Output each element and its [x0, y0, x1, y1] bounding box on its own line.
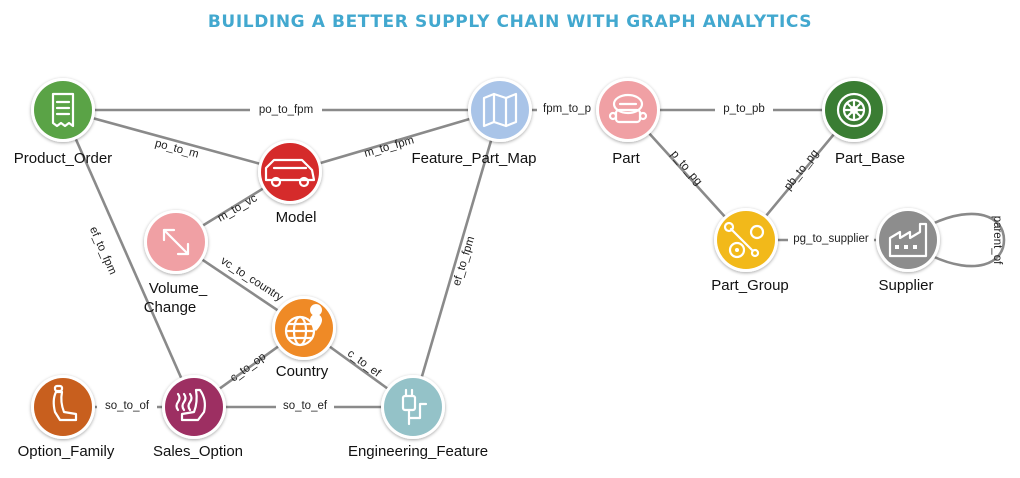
node-label-supplier: Supplier — [878, 277, 933, 294]
node-label-country: Country — [276, 363, 329, 380]
node-sales-option[interactable]: Sales_Option — [153, 375, 243, 460]
receipt-icon — [51, 92, 75, 128]
nodes: Product_Order Feature_Part_Map — [14, 78, 940, 460]
edge-label-pg-to-supplier: pg_to_supplier — [793, 233, 869, 245]
node-supplier[interactable]: Supplier — [876, 208, 940, 294]
node-label-part: Part — [612, 150, 640, 167]
heated-seat-icon — [175, 388, 206, 422]
edge-label-m-to-vc: m_to_vc — [216, 192, 260, 224]
edge-label-c-to-op: c_to_op — [228, 351, 268, 385]
edge-p-to-pb[interactable]: p_to_pb — [628, 101, 854, 115]
node-feature-part-map[interactable]: Feature_Part_Map — [411, 78, 537, 167]
node-part-base[interactable]: Part_Base — [822, 78, 905, 167]
resize-arrows-icon — [162, 228, 190, 256]
node-part-group[interactable]: Part_Group — [711, 208, 789, 294]
edge-label-p-to-pb: p_to_pb — [723, 103, 765, 115]
node-product-order[interactable]: Product_Order — [14, 78, 112, 167]
edge-label-ef-to-fpm-left: ef_to_fpm — [87, 225, 119, 277]
node-label-volume-change-line2: Change — [144, 299, 197, 316]
globe-pin-icon — [284, 304, 323, 347]
node-label-sales-option: Sales_Option — [153, 443, 243, 460]
map-icon — [482, 92, 518, 128]
node-label-product-order: Product_Order — [14, 150, 112, 167]
edge-parent-of[interactable]: parent_of — [931, 212, 1006, 268]
edge-label-vc-to-country: vc_to_country — [218, 255, 285, 304]
edge-po-to-fpm[interactable]: po_to_fpm — [63, 102, 500, 116]
node-part[interactable]: Part — [596, 78, 660, 167]
node-label-part-group: Part_Group — [711, 277, 789, 294]
node-volume-change[interactable]: Volume_ Change — [144, 210, 208, 316]
edge-label-p-to-pg: p_to_pg — [668, 148, 704, 188]
node-engineering-feature[interactable]: Engineering_Feature — [348, 375, 488, 460]
node-label-option-family: Option_Family — [18, 443, 115, 460]
node-label-feature-part-map: Feature_Part_Map — [411, 150, 536, 167]
edge-label-parent-of: parent_of — [991, 216, 1003, 265]
node-country[interactable]: Country — [272, 296, 336, 380]
node-label-volume-change-line1: Volume_ — [149, 280, 208, 297]
edge-label-m-to-fpm: m_to_fpm — [363, 134, 415, 160]
car-seat-icon — [52, 384, 78, 422]
car-part-icon — [608, 93, 648, 124]
diagram-title: BUILDING A BETTER SUPPLY CHAIN WITH GRAP… — [207, 12, 813, 32]
edge-label-fpm-to-p: fpm_to_p — [543, 103, 591, 115]
factory-icon — [888, 222, 928, 258]
edge-label-pb-to-pg: pb_to_pg — [782, 148, 821, 193]
node-option-family[interactable]: Option_Family — [18, 375, 115, 460]
node-label-part-base: Part_Base — [835, 150, 905, 167]
edge-label-po-to-fpm: po_to_fpm — [259, 104, 313, 116]
tire-icon — [836, 92, 872, 128]
gears-wrench-icon — [723, 221, 765, 259]
node-label-model: Model — [276, 209, 317, 226]
edge-so-to-ef[interactable]: so_to_ef — [194, 398, 413, 412]
car-icon — [264, 158, 316, 188]
edge-label-so-to-of: so_to_of — [105, 400, 150, 412]
edge-label-so-to-ef: so_to_ef — [283, 400, 328, 412]
edge-label-c-to-ef: c_to_ef — [345, 348, 383, 380]
node-model[interactable]: Model — [258, 140, 322, 226]
plug-icon — [401, 388, 428, 426]
node-label-engineering-feature: Engineering_Feature — [348, 443, 488, 460]
